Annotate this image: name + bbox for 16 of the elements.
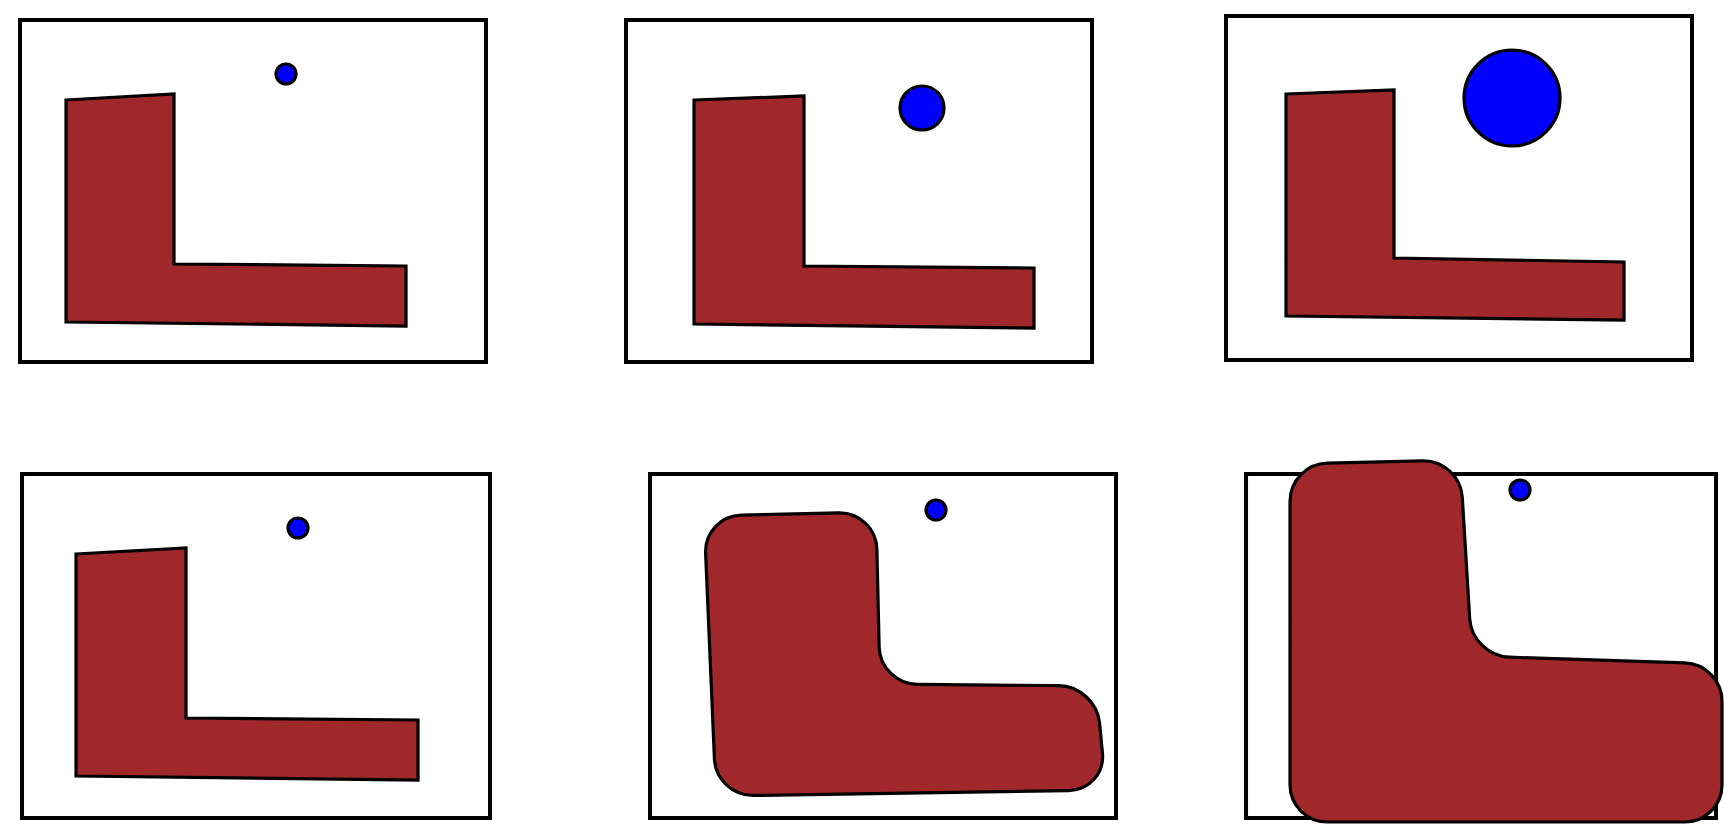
- l-shape: [74, 546, 420, 782]
- circle: [924, 498, 948, 522]
- panel-frame: [1224, 14, 1694, 362]
- circle: [286, 516, 310, 540]
- l-shape: [1284, 88, 1626, 322]
- panel-frame: [20, 472, 492, 820]
- l-shape: [692, 94, 1036, 330]
- panel-frame: [18, 18, 488, 364]
- panel-frame: [648, 472, 1118, 820]
- panel-frame: [624, 18, 1094, 364]
- circle: [1462, 48, 1562, 148]
- circle: [898, 84, 946, 132]
- circle: [1508, 478, 1532, 502]
- circle: [274, 62, 298, 86]
- l-shape: [704, 511, 1105, 798]
- l-shape: [64, 92, 408, 328]
